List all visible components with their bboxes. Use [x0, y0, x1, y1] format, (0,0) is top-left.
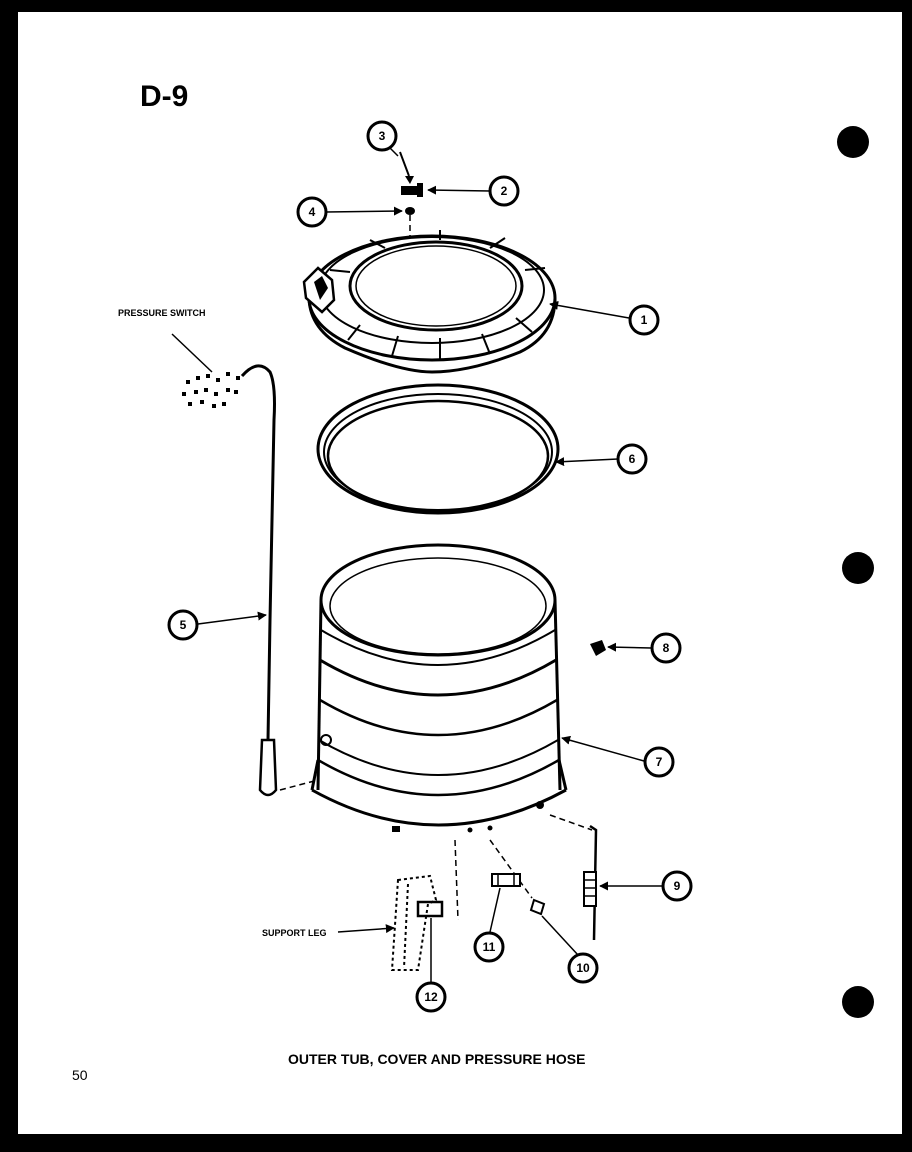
part-support-leg — [390, 874, 438, 971]
part-bolt — [489, 839, 546, 916]
part-screw — [399, 151, 414, 184]
part-nut — [405, 207, 415, 215]
binder-hole-top — [837, 126, 869, 158]
callout-6: 6 — [555, 443, 648, 475]
callout-7: 7 — [561, 735, 675, 778]
diagram-title: OUTER TUB, COVER AND PRESSURE HOSE — [288, 1051, 585, 1067]
svg-text:1: 1 — [641, 313, 648, 327]
callout-3: 3 — [366, 120, 399, 157]
part-clip — [401, 183, 423, 197]
svg-text:10: 10 — [576, 961, 590, 975]
callout-1: 1 — [549, 300, 660, 336]
svg-text:3: 3 — [379, 129, 386, 143]
svg-text:12: 12 — [424, 990, 438, 1004]
part-pressure-switch — [182, 372, 240, 408]
svg-text:7: 7 — [656, 755, 663, 769]
part-pressure-hose — [240, 364, 319, 797]
callout-2: 2 — [427, 175, 520, 207]
svg-text:4: 4 — [309, 205, 316, 219]
part-outer-tub — [310, 543, 568, 833]
part-fitting — [590, 640, 606, 656]
callout-11: 11 — [473, 887, 505, 963]
part-bracket — [491, 873, 521, 887]
svg-text:8: 8 — [663, 641, 670, 655]
svg-text:6: 6 — [629, 452, 636, 466]
support-leg-label: SUPPORT LEG — [262, 928, 327, 938]
page-number: 50 — [72, 1067, 88, 1083]
part-spring-link — [549, 814, 598, 941]
callout-4: 4 — [296, 196, 403, 228]
callout-8: 8 — [607, 632, 682, 664]
callout-9: 9 — [599, 870, 693, 902]
page-code: D-9 — [140, 80, 188, 113]
callout-10: 10 — [541, 915, 599, 984]
svg-text:5: 5 — [180, 618, 187, 632]
support-leg-leader — [337, 924, 395, 934]
part-tub-ring — [316, 383, 560, 515]
svg-text:2: 2 — [501, 184, 508, 198]
binder-hole-bottom — [842, 986, 874, 1018]
part-leg-bracket — [416, 839, 459, 921]
part-tub-cover — [302, 230, 557, 374]
svg-text:11: 11 — [483, 940, 496, 954]
callout-5: 5 — [167, 609, 267, 641]
callout-12: 12 — [415, 918, 447, 1013]
pressure-switch-leader — [171, 333, 213, 373]
svg-text:9: 9 — [674, 879, 681, 893]
pressure-switch-label: PRESSURE SWITCH — [118, 308, 206, 318]
binder-hole-middle — [842, 552, 874, 584]
